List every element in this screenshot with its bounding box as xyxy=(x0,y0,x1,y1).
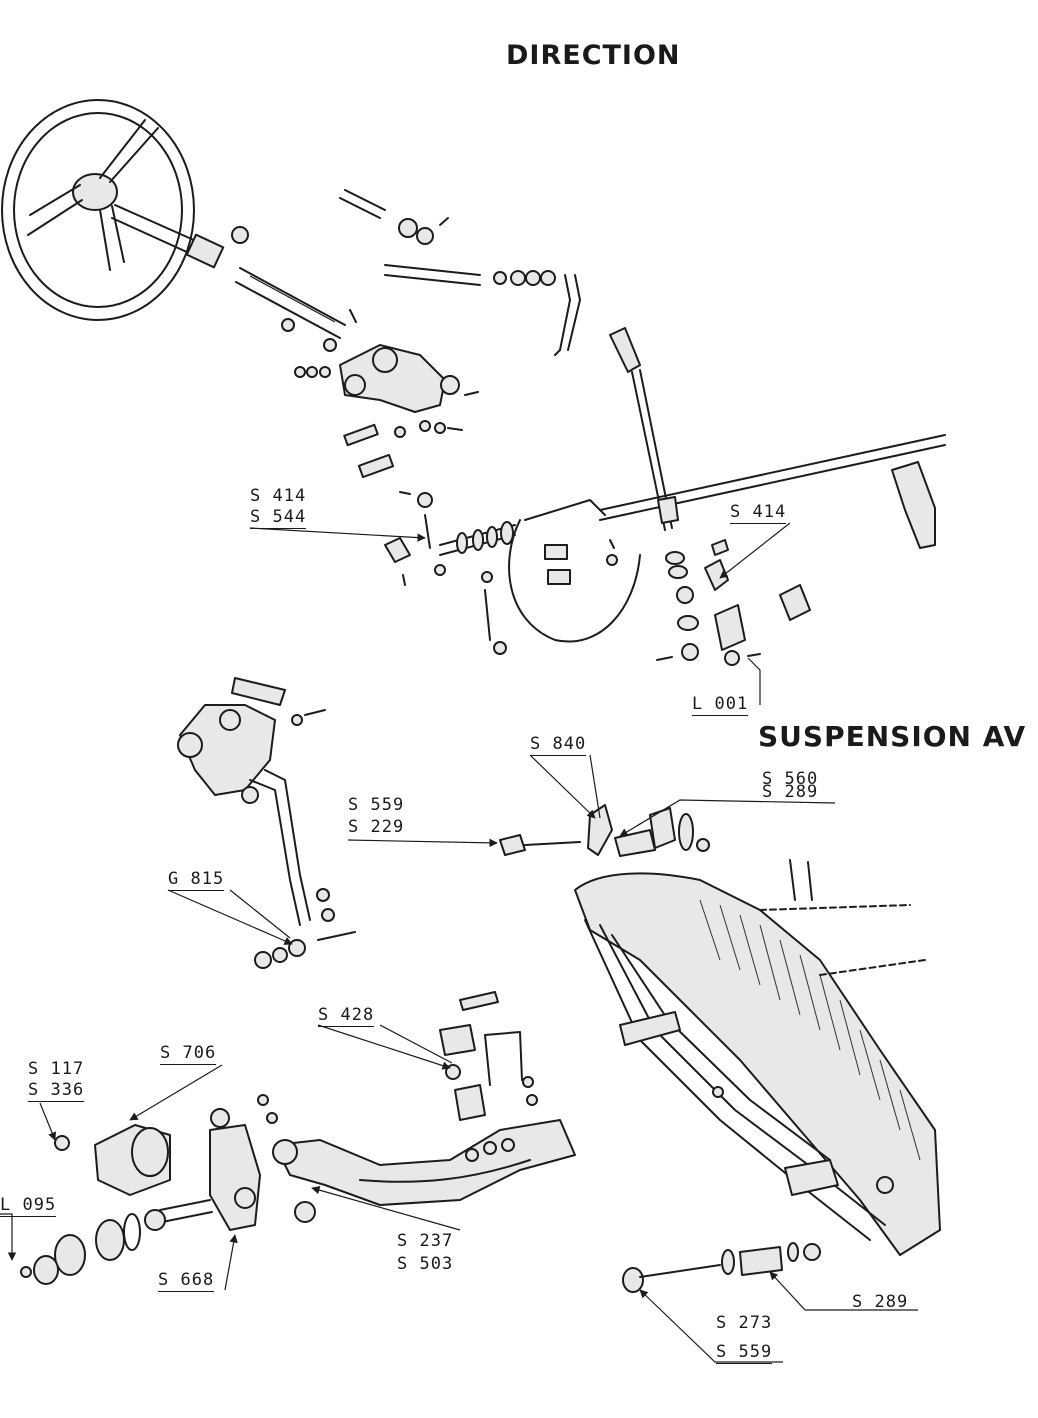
steering-column xyxy=(111,204,357,339)
label-s289-b: S 289 xyxy=(852,1292,909,1312)
label-s273: S 273 xyxy=(716,1313,773,1333)
label-s840: S 840 xyxy=(530,734,587,756)
spring-clamp xyxy=(439,991,538,1121)
label-s237: S 237 xyxy=(397,1231,454,1251)
label-s414-b: S 414 xyxy=(730,502,787,524)
label-s668: S 668 xyxy=(158,1270,215,1292)
tie-rod-parts xyxy=(499,804,710,857)
steering-wheel xyxy=(1,99,195,321)
label-g815: G 815 xyxy=(168,869,225,891)
label-s428: S 428 xyxy=(318,1005,375,1027)
shackle-bolt xyxy=(622,1242,821,1293)
steering-gear-assembly xyxy=(177,677,356,969)
label-s336: S 336 xyxy=(28,1080,85,1102)
leaf-spring-frame xyxy=(574,859,941,1256)
control-lever xyxy=(609,327,936,666)
label-s229: S 229 xyxy=(348,817,405,837)
title-suspension: SUSPENSION AV xyxy=(758,720,1027,753)
steering-box xyxy=(294,338,479,479)
label-l001: L 001 xyxy=(692,694,749,716)
label-s560: S 560 xyxy=(762,769,819,789)
label-s559-b: S 559 xyxy=(716,1342,773,1364)
title-direction: DIRECTION xyxy=(506,40,681,71)
label-s559-a: S 559 xyxy=(348,795,405,815)
label-s289-a: S 289 xyxy=(762,782,819,802)
label-s544: S 544 xyxy=(250,507,307,529)
label-s503: S 503 xyxy=(397,1254,454,1274)
leader-lines xyxy=(0,522,918,1363)
label-l095: L 095 xyxy=(0,1195,57,1217)
label-s414-a: S 414 xyxy=(250,486,307,506)
front-axle-hub xyxy=(20,1094,576,1285)
label-s706: S 706 xyxy=(160,1043,217,1065)
steering-shaft-parts xyxy=(339,189,581,356)
drag-link-assembly xyxy=(384,434,946,655)
label-s117: S 117 xyxy=(28,1059,85,1079)
